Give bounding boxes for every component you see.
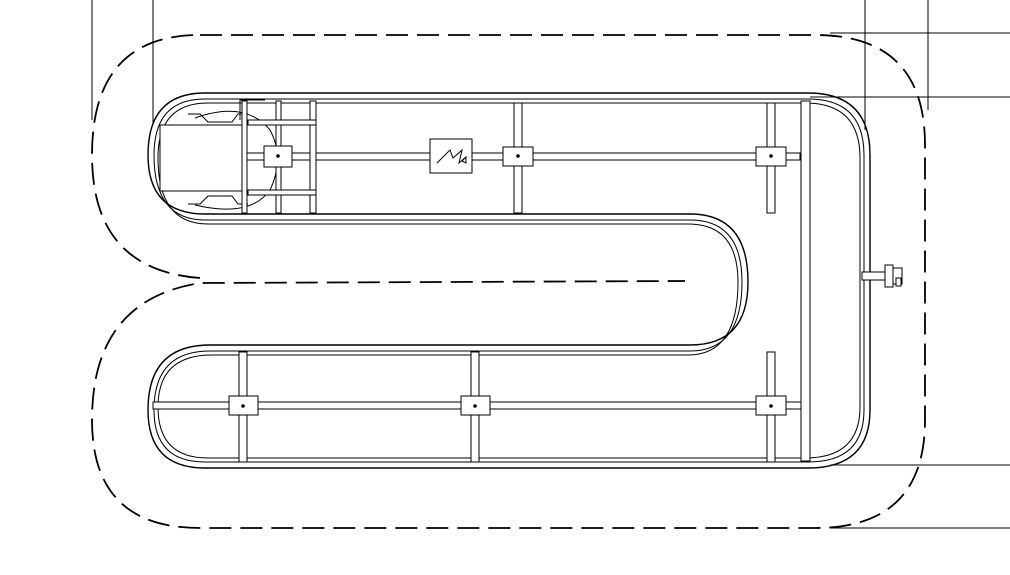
right-frame-beam	[800, 100, 811, 462]
reference-lines	[91, 0, 1010, 529]
track-rail-inner-2	[157, 102, 861, 459]
right-frame	[800, 100, 811, 462]
lower-cross-members	[228, 351, 787, 463]
upper-cross-members	[502, 102, 787, 214]
track-outer-rails	[147, 92, 871, 469]
cross-member-upper-1	[502, 102, 534, 214]
track-rail-outer	[147, 92, 871, 469]
dashed-envelope-outline	[91, 34, 926, 529]
lightning-bolt-icon	[429, 138, 473, 174]
cross-member-lower-2	[460, 351, 491, 463]
take-up-unit-icon	[861, 264, 903, 288]
drive-motor-icon	[159, 99, 317, 214]
cross-member-lower-3	[755, 351, 787, 463]
dashed-envelope	[91, 34, 926, 529]
cross-member-lower-1	[228, 351, 259, 463]
cross-member-upper-2	[755, 102, 787, 214]
track-rail-inner	[153, 98, 865, 463]
